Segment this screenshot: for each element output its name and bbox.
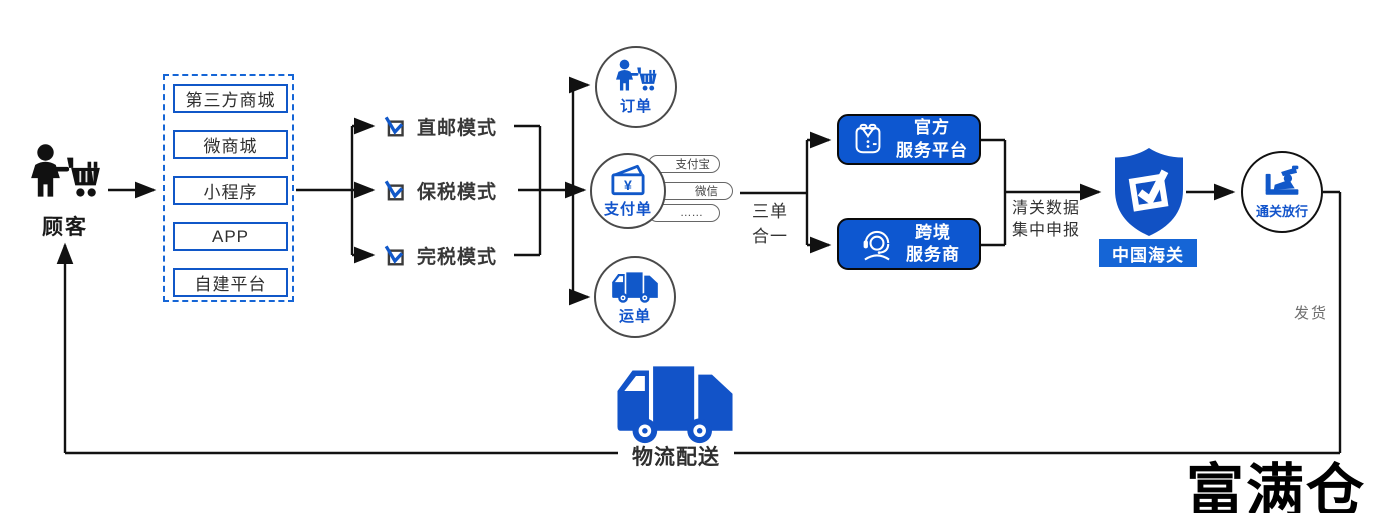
suit-icon bbox=[855, 123, 881, 153]
mode-direct-mail: 直邮模式 bbox=[384, 110, 497, 142]
headset-icon bbox=[863, 230, 890, 261]
mode-label: 保税模式 bbox=[417, 181, 498, 203]
channel-wechat-mall: 微商城 bbox=[173, 130, 288, 159]
declare-line1: 清关数据 bbox=[1012, 200, 1081, 217]
waybill-truck-icon bbox=[612, 271, 658, 303]
svg-text:¥: ¥ bbox=[624, 178, 632, 194]
payment-label: 支付单 bbox=[603, 201, 652, 218]
logistics-truck-icon bbox=[617, 366, 733, 444]
channel-self-built: 自建平台 bbox=[173, 268, 288, 297]
official-line2: 服务平台 bbox=[896, 140, 968, 160]
clearance-label: 通关放行 bbox=[1255, 204, 1308, 219]
mode-label: 完税模式 bbox=[417, 246, 498, 268]
wallet-icon: ¥ bbox=[611, 164, 645, 196]
order-cart-icon bbox=[616, 59, 657, 91]
checkbox-checked-icon bbox=[384, 180, 404, 201]
customs-shield-icon bbox=[1115, 148, 1183, 236]
watermark-text: 富满仓 bbox=[1186, 459, 1367, 513]
crossborder-line2: 服务商 bbox=[906, 245, 960, 264]
checkbox-checked-icon bbox=[384, 245, 404, 266]
customer-cart-icon bbox=[31, 144, 100, 197]
customs-label: 中国海关 bbox=[1099, 239, 1197, 267]
pay-method-wechat: 微信 bbox=[652, 182, 733, 200]
ship-label: 发货 bbox=[1294, 305, 1329, 322]
waybill-node: 运单 bbox=[594, 256, 676, 338]
mode-tax-paid: 完税模式 bbox=[384, 239, 497, 271]
channel-third-party-mall: 第三方商城 bbox=[173, 84, 288, 113]
official-platform-text: 官方 服务平台 bbox=[896, 117, 968, 161]
logistics-label: 物流配送 bbox=[632, 446, 720, 469]
crossborder-provider-box: 跨境 服务商 bbox=[837, 218, 981, 270]
declare-line2: 集中申报 bbox=[1012, 221, 1081, 239]
crossborder-line1: 跨境 bbox=[915, 222, 951, 242]
checkbox-checked-icon bbox=[384, 116, 404, 137]
pay-method-more: …… bbox=[648, 204, 720, 222]
merge-line2: 合一 bbox=[752, 226, 788, 246]
customs-officer-icon bbox=[1265, 165, 1299, 195]
channels-container: 第三方商城 微商城 小程序 APP 自建平台 bbox=[163, 74, 294, 302]
merge-note: 三单 合一 bbox=[752, 200, 788, 249]
channel-mini-program: 小程序 bbox=[173, 176, 288, 205]
official-platform-box: 官方 服务平台 bbox=[837, 114, 981, 165]
payment-node: ¥ 支付单 bbox=[590, 153, 666, 229]
merge-line1: 三单 bbox=[752, 202, 788, 221]
order-label: 订单 bbox=[619, 98, 652, 115]
clearance-node: 通关放行 bbox=[1241, 151, 1323, 233]
order-node: 订单 bbox=[595, 46, 677, 128]
mode-label: 直邮模式 bbox=[417, 117, 498, 139]
mode-bonded: 保税模式 bbox=[384, 174, 497, 206]
crossborder-provider-text: 跨境 服务商 bbox=[906, 222, 960, 266]
customer-label: 顾客 bbox=[42, 216, 88, 239]
official-line1: 官方 bbox=[914, 118, 950, 138]
channel-app: APP bbox=[173, 222, 288, 251]
declare-note: 清关数据 集中申报 bbox=[1012, 198, 1080, 241]
waybill-label: 运单 bbox=[618, 307, 651, 325]
